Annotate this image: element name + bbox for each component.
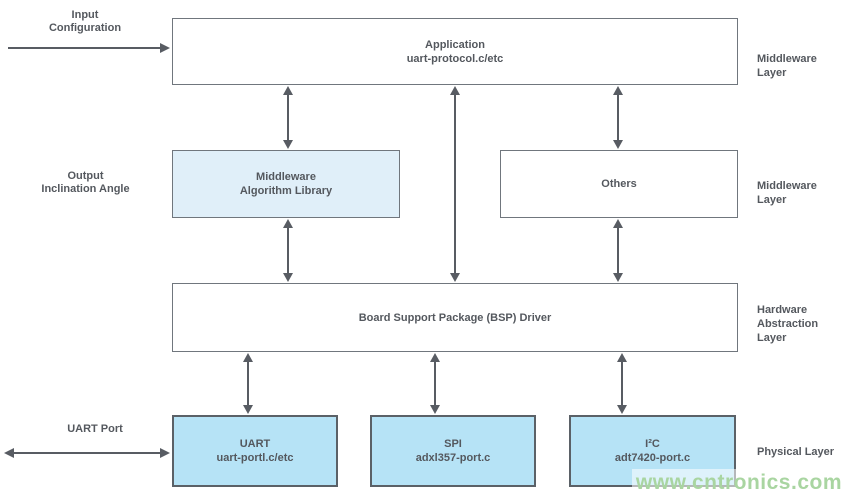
- arrow-bsp-spi: [430, 353, 440, 414]
- output-inclination-angle-label: Output Inclination Angle: [41, 170, 130, 195]
- uart-subtitle: uart-portl.c/etc: [216, 452, 294, 464]
- spi-title: SPI: [444, 438, 462, 450]
- arrow-bsp-uart: [243, 353, 253, 414]
- arrow-others-bsp: [613, 219, 623, 282]
- uart-box: UART uart-portl.c/etc: [172, 415, 338, 487]
- arrow-application-bsp: [450, 86, 460, 282]
- uart-port-label: UART Port: [67, 423, 123, 435]
- middleware-algorithm-library-box: Middleware Algorithm Library: [172, 150, 400, 218]
- arrow-application-middleware: [283, 86, 293, 149]
- middleware-layer-label-mid: Middleware Layer: [757, 180, 817, 206]
- physical-layer-label: Physical Layer: [757, 446, 835, 458]
- arrow-application-others: [613, 86, 623, 149]
- arrow-bsp-i2c: [617, 353, 627, 414]
- spi-box: SPI adxl357-port.c: [370, 415, 536, 487]
- application-subtitle: uart-protocol.c/etc: [406, 52, 504, 65]
- input-arrow: [8, 43, 170, 53]
- bsp-driver-title: Board Support Package (BSP) Driver: [358, 311, 552, 324]
- bsp-driver-box: Board Support Package (BSP) Driver: [172, 283, 738, 352]
- uart-port-arrow: [4, 448, 170, 458]
- arrow-middleware-bsp: [283, 219, 293, 282]
- application-box: Application uart-protocol.c/etc: [172, 18, 738, 85]
- hardware-abstraction-layer-label: Hardware Abstraction Layer: [757, 304, 819, 344]
- watermark-text: www.cntronics.com: [631, 469, 846, 497]
- input-configuration-label: Input Configuration: [48, 9, 122, 34]
- uart-title: UART: [239, 438, 271, 450]
- i2c-subtitle: adt7420-port.c: [614, 452, 691, 464]
- application-title: Application: [425, 38, 485, 51]
- others-title: Others: [601, 178, 637, 190]
- middleware-algorithm-library-title: Middleware Algorithm Library: [239, 171, 333, 197]
- spi-subtitle: adxl357-port.c: [415, 452, 491, 464]
- i2c-title: I²C: [645, 438, 660, 450]
- others-box: Others: [500, 150, 738, 218]
- middleware-layer-label-top: Middleware Layer: [757, 53, 817, 79]
